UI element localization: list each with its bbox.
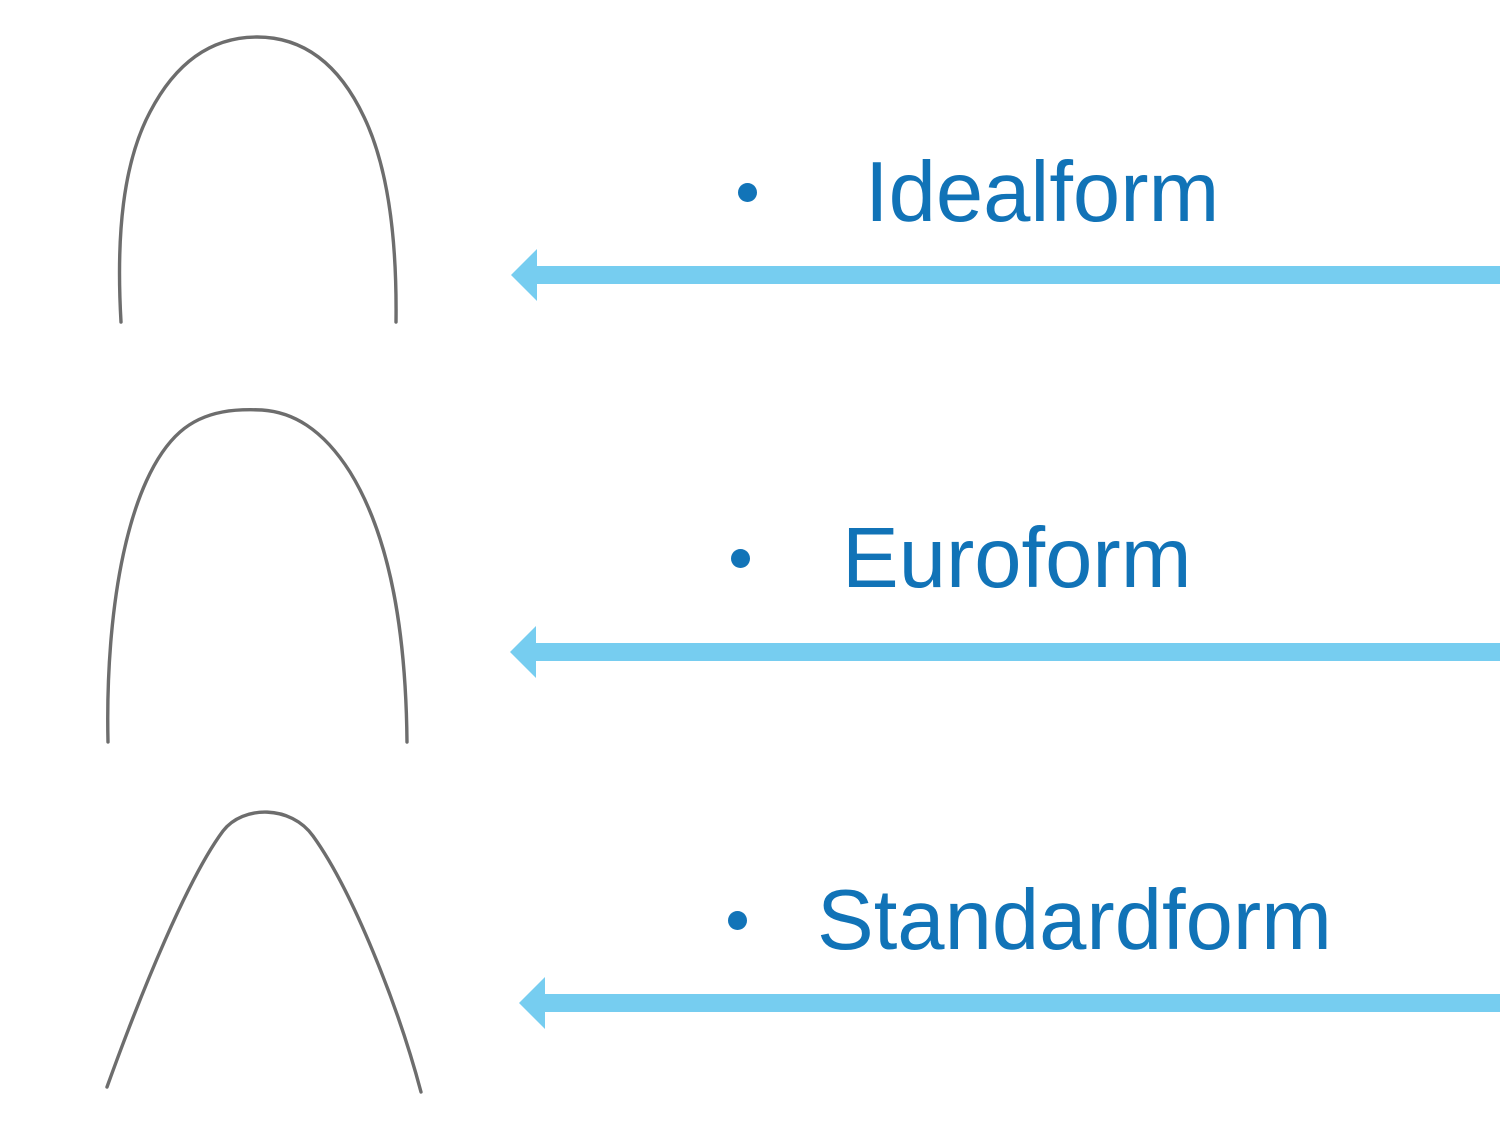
item-label-euroform: Euroform xyxy=(842,510,1192,606)
euroform-archwire-image xyxy=(106,407,409,744)
idealform-archwire-image xyxy=(117,35,398,324)
left-arrow-icon xyxy=(519,977,1500,1029)
standardform-archwire-image xyxy=(105,810,423,1094)
item-label-standardform: Standardform xyxy=(817,872,1332,968)
list-item-idealform: Idealform xyxy=(738,142,1219,242)
item-label-idealform: Idealform xyxy=(865,144,1220,240)
left-arrow-icon xyxy=(510,626,1500,678)
left-arrow-shape xyxy=(510,626,1500,678)
bullet-icon xyxy=(728,910,747,930)
left-arrow-shape xyxy=(519,977,1500,1029)
list-item-euroform: Euroform xyxy=(731,508,1192,608)
bullet-icon xyxy=(731,548,750,568)
left-arrow-icon xyxy=(511,249,1500,301)
left-arrow-shape xyxy=(511,249,1500,301)
list-item-standardform: Standardform xyxy=(728,870,1332,970)
bullet-icon xyxy=(738,182,757,202)
